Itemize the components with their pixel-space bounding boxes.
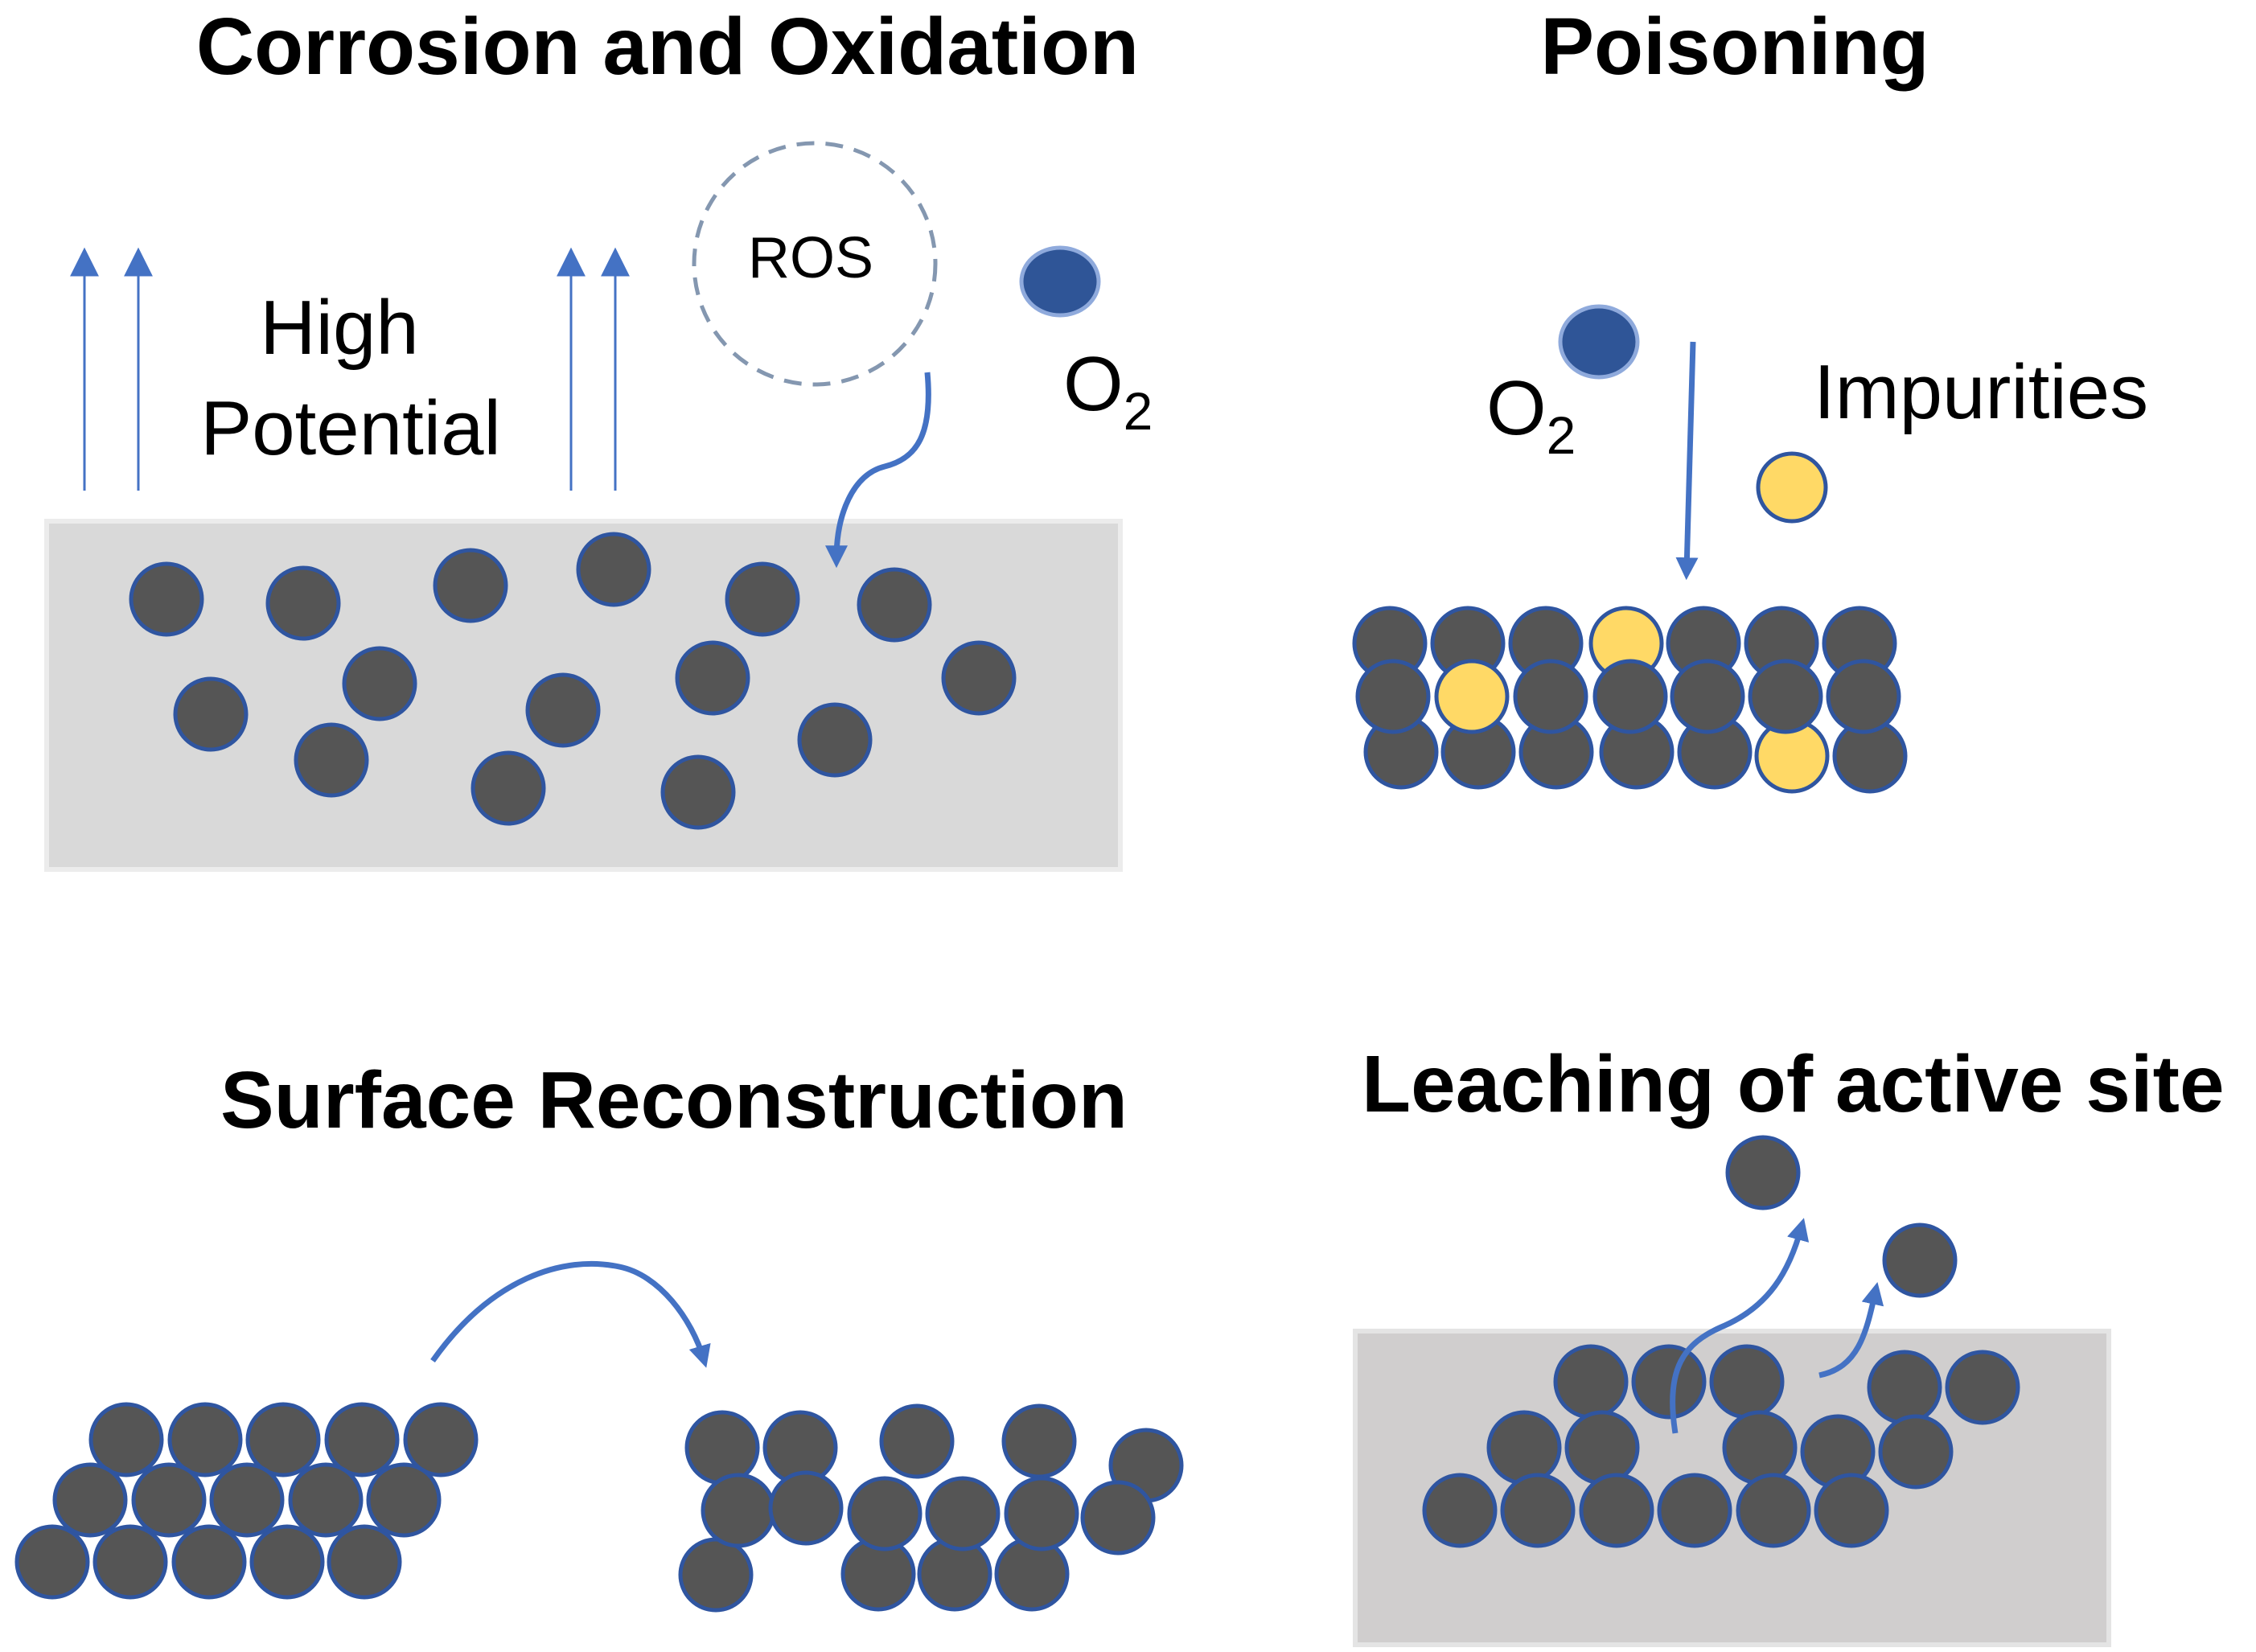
high-potential-arrows (70, 247, 630, 491)
corrosion-title: Corrosion and Oxidation (196, 2, 1139, 92)
impurity (1434, 659, 1510, 734)
particle (1422, 1473, 1498, 1548)
particle (171, 1524, 247, 1600)
particle (701, 1473, 776, 1548)
leaching-title: Leaching of active site (1362, 1039, 2225, 1129)
o2-molecule (1019, 245, 1101, 318)
ros-circle (692, 141, 938, 387)
particle (1592, 659, 1668, 734)
o2-molecule (1558, 304, 1640, 380)
particle (1553, 1344, 1629, 1420)
particle (1564, 1410, 1640, 1486)
particle (265, 565, 341, 641)
particle (1355, 659, 1431, 734)
particle (847, 1476, 923, 1551)
reconstructed-cluster (678, 1403, 1184, 1613)
particle (1513, 659, 1588, 734)
leaching-arrow (1818, 1282, 1884, 1379)
particle (1500, 1473, 1576, 1548)
corrosion-particles (129, 532, 1017, 830)
particle (678, 1537, 754, 1613)
particle (324, 1402, 400, 1477)
particle (1657, 1473, 1732, 1548)
particle (576, 532, 651, 607)
particle (1670, 659, 1745, 734)
particle (925, 1476, 1001, 1551)
reconstruction-arrow (430, 1260, 711, 1368)
particle (1878, 1414, 1954, 1490)
particle (1945, 1350, 2020, 1425)
particle (1080, 1480, 1156, 1555)
poisoned-particle-layer (1352, 606, 1908, 794)
particle (327, 1524, 402, 1600)
leached-particle (1725, 1135, 1801, 1210)
particle (1004, 1476, 1079, 1551)
particle (1736, 1473, 1811, 1548)
particle (675, 640, 750, 716)
particle (768, 1470, 844, 1546)
high-potential-label-line1: High (260, 285, 418, 371)
particle (209, 1462, 285, 1538)
particle (1709, 1344, 1785, 1420)
particle (366, 1462, 442, 1538)
o2-adsorption-arrow (1675, 341, 1699, 581)
o2-label: O2 (1486, 365, 1576, 465)
reconstruction-title: Surface Reconstruction (220, 1055, 1128, 1145)
particle (879, 1403, 955, 1479)
ros-attack-arrow (825, 372, 931, 569)
particle (725, 561, 800, 637)
high-potential-label-line2: Potential (200, 385, 501, 471)
particle (88, 1402, 164, 1477)
particle (1486, 1410, 1562, 1486)
panel-corrosion-oxidation: Corrosion and Oxidation High Potential R… (44, 2, 1153, 872)
o2-label: O2 (1063, 341, 1153, 441)
particle (433, 548, 508, 623)
particle (92, 1524, 168, 1600)
particle (173, 676, 249, 752)
particle (684, 1410, 760, 1486)
particle (342, 646, 417, 721)
particle (294, 722, 369, 798)
particle (1826, 659, 1901, 734)
panel-leaching: Leaching of active site (1353, 1039, 2225, 1647)
panel-poisoning: Poisoning O2 Impurities (1352, 2, 2148, 794)
particle (129, 561, 204, 637)
particle (797, 702, 873, 778)
ordered-cluster (14, 1402, 479, 1600)
particle (403, 1402, 479, 1477)
panel-surface-reconstruction: Surface Reconstruction (14, 1055, 1184, 1613)
particle (941, 640, 1017, 716)
particle (1867, 1350, 1942, 1425)
particle (52, 1462, 128, 1538)
particle (660, 754, 736, 830)
particle (167, 1402, 243, 1477)
leaching-particle-layer (1422, 1344, 2020, 1548)
particle (857, 567, 932, 643)
particle (1748, 659, 1823, 734)
particle (249, 1524, 325, 1600)
particle (14, 1524, 90, 1600)
particle (1722, 1410, 1798, 1486)
ros-label: ROS (748, 226, 873, 290)
particle (525, 672, 601, 748)
impurities-label: Impurities (1814, 349, 2148, 435)
particle (131, 1462, 207, 1538)
particle (288, 1462, 364, 1538)
poisoning-title: Poisoning (1540, 2, 1929, 92)
particle (245, 1402, 321, 1477)
leached-particle (1882, 1223, 1958, 1298)
impurity (1756, 451, 1828, 524)
particle (1631, 1344, 1707, 1420)
particle (1814, 1473, 1889, 1548)
particle (1001, 1403, 1077, 1479)
leaching-arrow (1670, 1218, 1810, 1434)
particle (1579, 1473, 1654, 1548)
particle (471, 750, 546, 826)
